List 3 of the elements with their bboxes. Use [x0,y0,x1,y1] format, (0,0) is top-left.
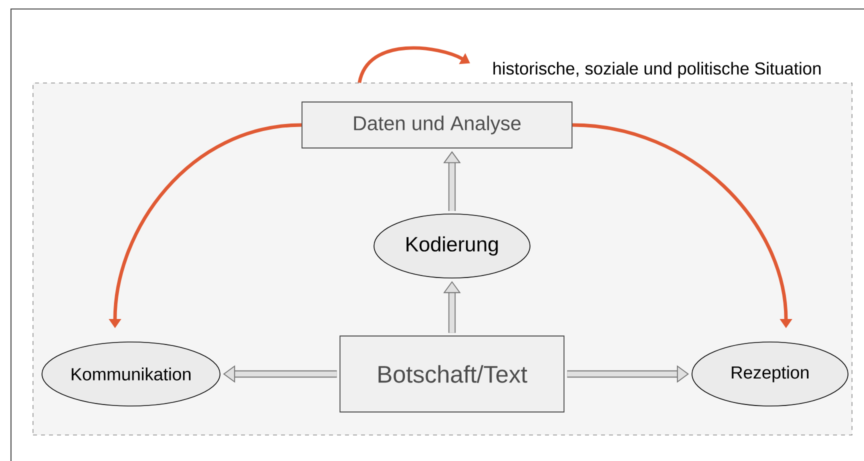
process-box: Daten und Analyse [302,102,572,148]
situation-heading: historische, soziale und politische Situation [493,62,821,78]
process-box: Botschaft/Text [340,336,564,412]
